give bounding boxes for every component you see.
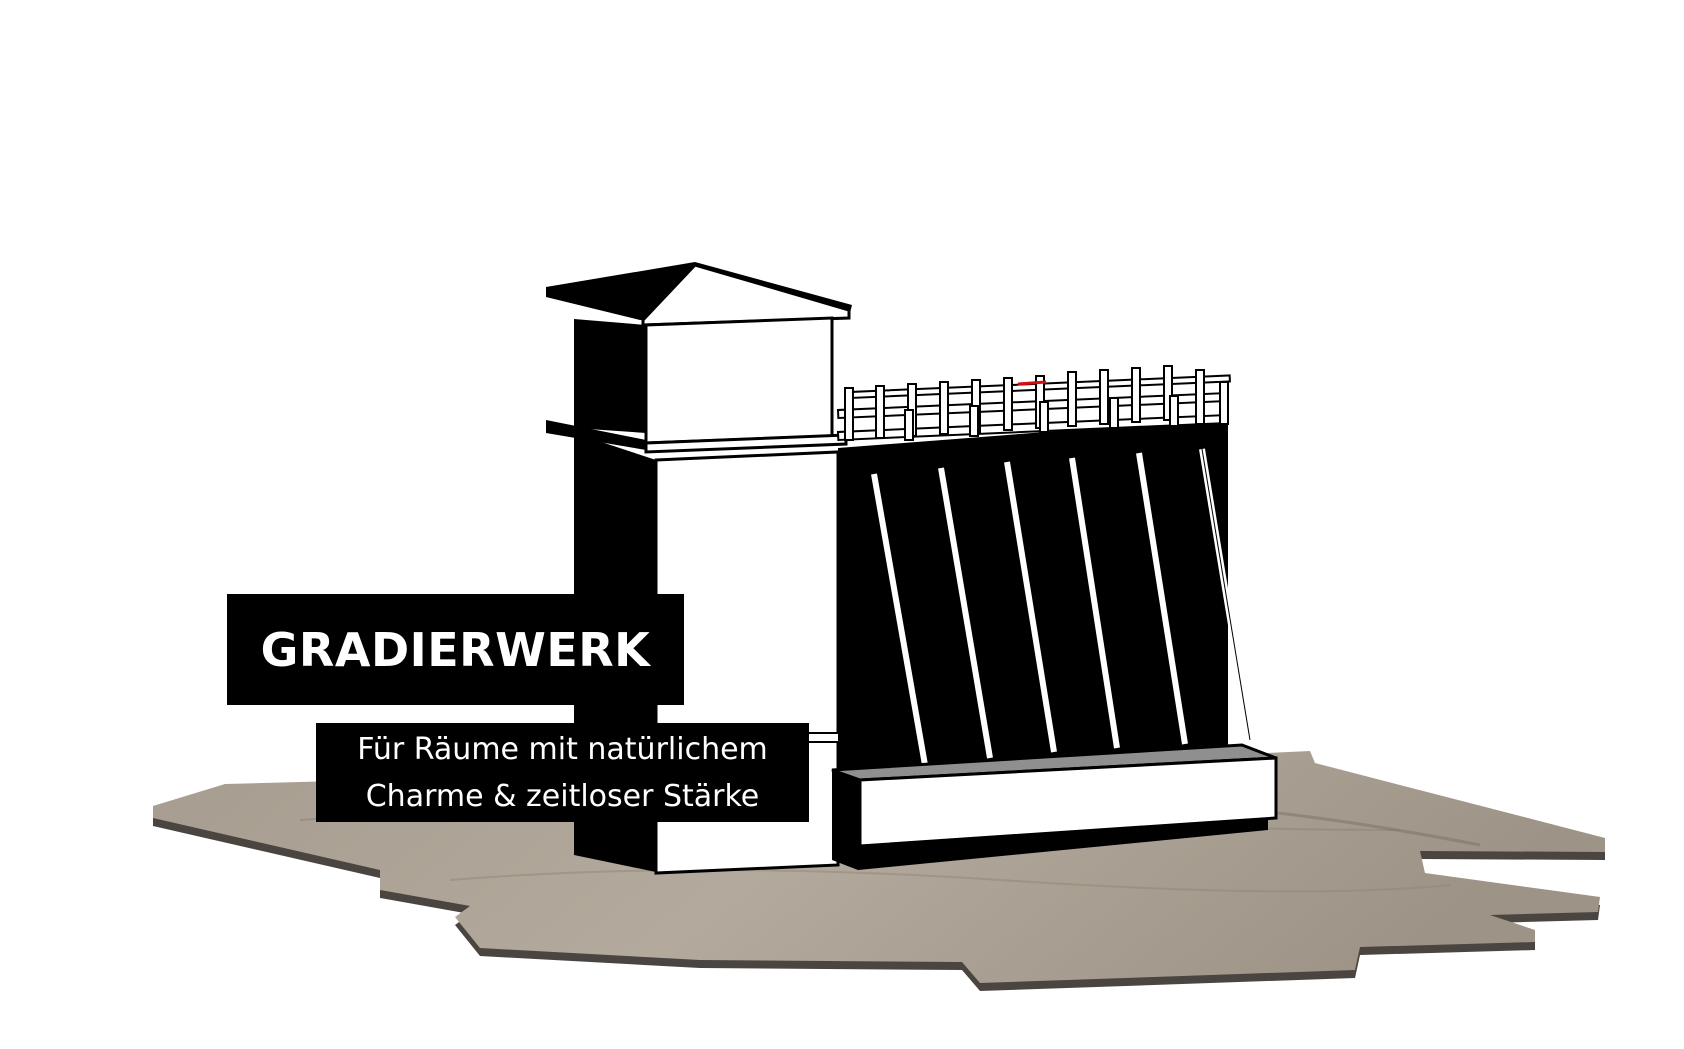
title-text: GRADIERWERK bbox=[260, 622, 651, 677]
subtitle-line-2: Charme & zeitloser Stärke bbox=[365, 778, 760, 814]
graduation-wall bbox=[838, 418, 1253, 790]
red-marker bbox=[1017, 380, 1047, 386]
railing bbox=[836, 365, 1231, 442]
concrete-base bbox=[831, 743, 1278, 870]
subtitle-label: Für Räume mit natürlichem Charme & zeitl… bbox=[316, 723, 809, 822]
title-label: GRADIERWERK bbox=[227, 594, 684, 705]
subtitle-line-1: Für Räume mit natürlichem bbox=[357, 731, 768, 767]
